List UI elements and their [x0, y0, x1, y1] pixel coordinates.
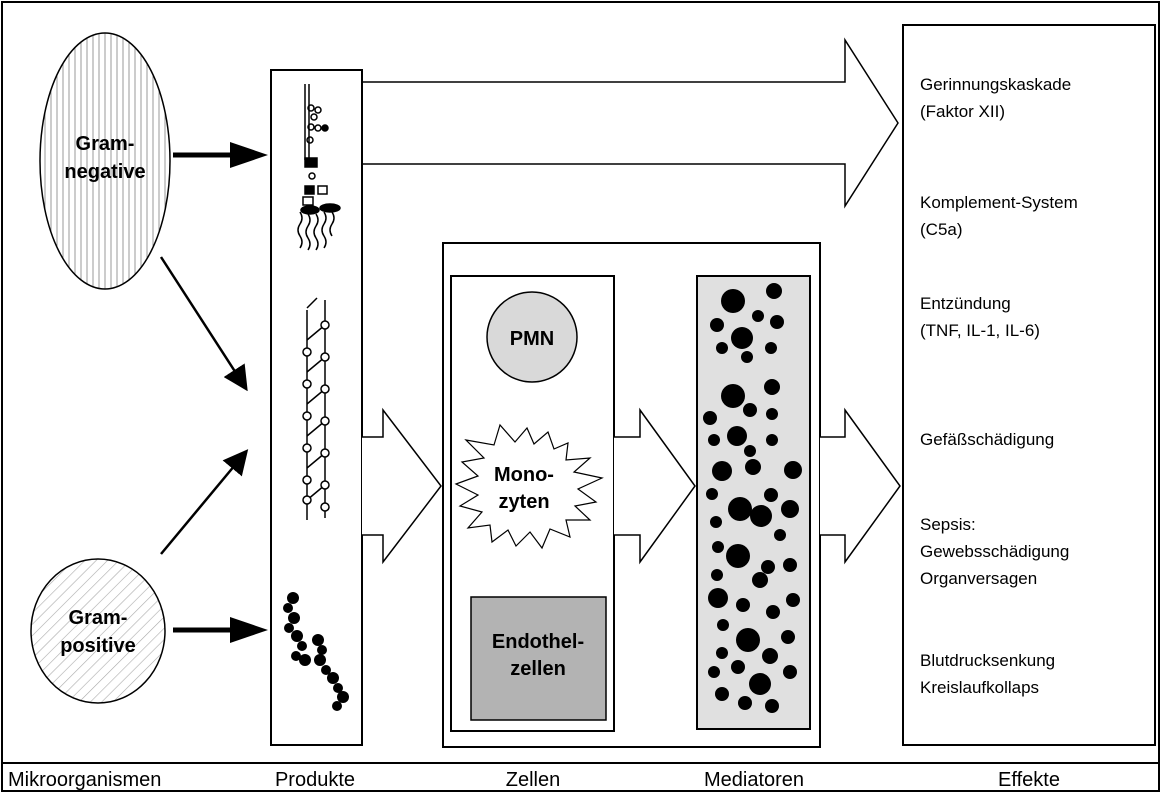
effect-4-line-1: Gefäßschädigung	[920, 430, 1054, 449]
lps-molecule-icon	[297, 84, 341, 251]
effect-1-line-1: Gerinnungskaskade	[920, 75, 1071, 94]
arrow-zellen-mediatoren	[614, 407, 696, 565]
column-label-effekte: Effekte	[998, 769, 1060, 791]
monozyten-starburst	[454, 423, 604, 550]
mediator-particle-icon	[703, 283, 802, 713]
effect-5-line-1: Sepsis:	[920, 515, 976, 534]
thin-arrow-negative-peptidoglycan	[159, 256, 248, 392]
big-effect-arrow	[362, 37, 899, 209]
thick-arrow-gram-negative	[173, 142, 268, 168]
gram-negative-label-2: negative	[64, 161, 145, 183]
peptidoglycan-icon	[302, 297, 330, 520]
effect-5-line-3: Organversagen	[920, 569, 1037, 588]
effekte-box	[902, 24, 1156, 746]
effect-3-line-1: Entzündung	[920, 294, 1011, 313]
column-label-mediatoren: Mediatoren	[704, 769, 804, 791]
column-label-zellen: Zellen	[506, 769, 560, 791]
gram-positive-label-1: Gram-	[69, 607, 128, 629]
effect-6-line-2: Kreislaufkollaps	[920, 678, 1039, 697]
arrow-mediatoren-effekte	[820, 407, 901, 565]
effect-1-line-2: (Faktor XII)	[920, 102, 1005, 121]
effect-5-line-2: Gewebsschädigung	[920, 542, 1069, 561]
pmn-label: PMN	[510, 328, 554, 350]
thick-arrow-gram-positive	[173, 617, 268, 643]
coccus-chain-icon	[283, 592, 349, 711]
thin-arrow-positive-peptidoglycan	[160, 449, 249, 555]
endothelzellen-box	[470, 596, 607, 721]
column-label-mikroorganismen: Mikroorganismen	[8, 769, 161, 791]
gram-positive-label-2: positive	[60, 635, 136, 657]
pmn-cell	[486, 291, 578, 383]
endothel-label-1: Endothel-	[492, 631, 584, 653]
endothel-label-2: zellen	[510, 658, 566, 680]
effect-3-line-2: (TNF, IL-1, IL-6)	[920, 321, 1040, 340]
column-label-produkte: Produkte	[275, 769, 355, 791]
arrow-produkte-zellen	[362, 407, 442, 565]
effect-2-line-1: Komplement-System	[920, 193, 1078, 212]
gram-negative-ellipse	[39, 32, 171, 290]
monozyten-label-2: zyten	[498, 491, 549, 513]
effect-2-line-2: (C5a)	[920, 220, 963, 239]
gram-positive-circle	[30, 558, 166, 704]
gram-negative-label-1: Gram-	[76, 133, 135, 155]
monozyten-label-1: Mono-	[494, 464, 554, 486]
produkte-box	[270, 69, 363, 746]
effect-6-line-1: Blutdrucksenkung	[920, 651, 1055, 670]
